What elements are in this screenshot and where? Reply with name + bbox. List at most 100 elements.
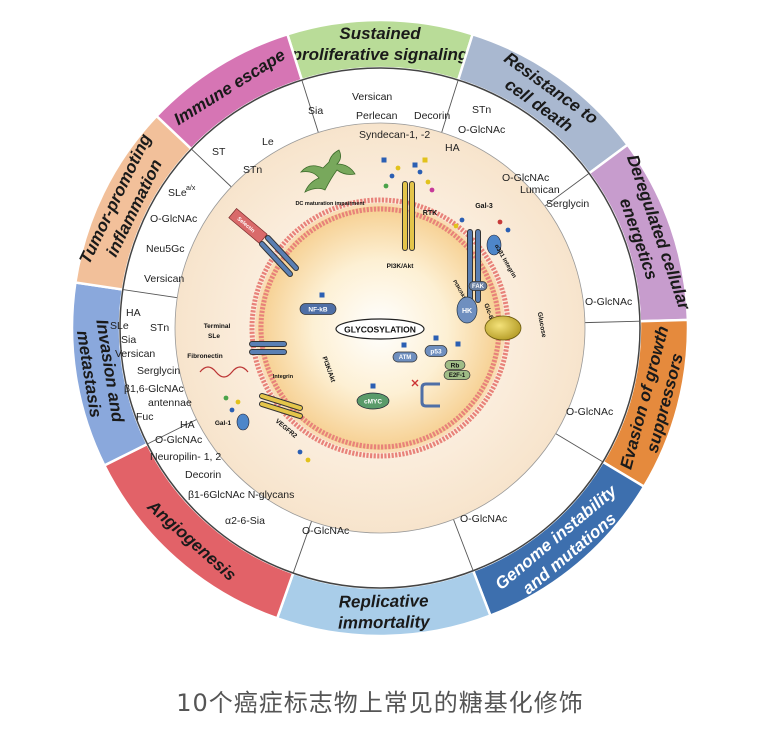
protein-shape bbox=[424, 345, 448, 357]
cell-label: ATM bbox=[399, 355, 412, 361]
glycan-label: ST bbox=[212, 146, 226, 158]
cell-label: Terminal bbox=[204, 323, 231, 330]
glycan-residue bbox=[505, 227, 511, 233]
glycan-label: STn bbox=[472, 104, 491, 116]
glycan-residue bbox=[417, 169, 423, 175]
cell-illustration: GLYCOSYLATION DC maturation impairmentRTK… bbox=[187, 149, 547, 463]
glycan-label: Fuc bbox=[136, 411, 154, 423]
cell-label: Gal-3 bbox=[475, 203, 493, 210]
hallmark-label-replicative-immortality: Replicative bbox=[339, 591, 429, 611]
sector-divider bbox=[301, 79, 319, 133]
cell-label: Rb bbox=[451, 362, 460, 369]
sector-divider bbox=[584, 320, 640, 324]
glycan-residue bbox=[305, 457, 311, 463]
glycan-label: HA bbox=[126, 307, 141, 319]
glycan-residue bbox=[297, 449, 303, 455]
glycan-label: Versican bbox=[115, 348, 155, 360]
glycan-residue bbox=[497, 219, 503, 225]
protein-shape bbox=[444, 360, 466, 370]
glycan-label: O-GlcNAc bbox=[155, 434, 202, 446]
glycan-residue bbox=[223, 395, 229, 401]
cell-label: FAK bbox=[472, 284, 485, 290]
cell-label: RTK bbox=[423, 210, 437, 217]
cell-label: Glucose bbox=[536, 311, 547, 338]
glycan-label: O-GlcNAc bbox=[302, 525, 349, 537]
glycan-label: α2-6-Sia bbox=[225, 515, 265, 527]
glycan-label: Versican bbox=[352, 91, 392, 103]
glycan-residue bbox=[455, 341, 461, 347]
selectin bbox=[228, 208, 268, 244]
sector-divider bbox=[544, 172, 590, 207]
glycan-label: SLe bbox=[110, 320, 129, 332]
fibronectin-strand bbox=[199, 366, 249, 378]
glycan-residue bbox=[412, 162, 418, 168]
cell-label: Integrin bbox=[273, 374, 294, 380]
hallmark-label-sustained-proliferative-signaling: proliferative signaling bbox=[291, 45, 469, 64]
glycan-label: Neuropilin- 1, 2 bbox=[150, 451, 221, 463]
glycan-label: Decorin bbox=[185, 469, 221, 481]
glycan-label: O-GlcNAc bbox=[566, 406, 613, 418]
figure-caption: 10个癌症标志物上常见的糖基化修饰 bbox=[176, 689, 584, 717]
glycan-residue bbox=[395, 165, 401, 171]
glycan-label: Lumican bbox=[520, 184, 560, 196]
glycan-label: Decorin bbox=[414, 110, 450, 122]
glycan-label: O-GlcNAc bbox=[585, 296, 632, 308]
glycan-label: Sia bbox=[121, 334, 136, 346]
glycan-label: O-GlcNAc bbox=[460, 513, 507, 525]
cell-label: Fibronectin bbox=[187, 353, 222, 360]
dna-coil bbox=[420, 382, 440, 408]
glycan-residue bbox=[425, 179, 431, 185]
glycan-label: SLe bbox=[168, 187, 187, 199]
glycan-residue bbox=[389, 173, 395, 179]
protein-shape bbox=[392, 351, 418, 363]
glycan-label: Perlecan bbox=[356, 110, 398, 122]
cell-label: DC maturation impairment bbox=[295, 201, 364, 207]
protein-shape bbox=[443, 370, 471, 380]
glycan-residue bbox=[401, 342, 407, 348]
glycan-residue bbox=[381, 157, 387, 163]
galectin-1 bbox=[236, 413, 250, 431]
receptor bbox=[266, 236, 298, 270]
glycan-residue bbox=[433, 335, 439, 341]
receptor bbox=[260, 394, 302, 410]
glycan-residue bbox=[429, 187, 435, 193]
glycan-residue bbox=[422, 157, 428, 163]
glycan-residue bbox=[383, 183, 389, 189]
sector-divider bbox=[147, 419, 197, 445]
sector-divider bbox=[292, 521, 312, 574]
sector-divider bbox=[122, 289, 178, 299]
glycan-label: O-GlcNAc bbox=[502, 172, 549, 184]
glycan-label: antennae bbox=[148, 397, 192, 409]
sector-divider bbox=[453, 519, 474, 571]
glycan-residue bbox=[319, 292, 325, 298]
receptor bbox=[260, 402, 302, 418]
mutation-mark bbox=[411, 379, 419, 387]
sector-dividers bbox=[122, 79, 640, 574]
protein-shape bbox=[299, 303, 337, 315]
sector-divider bbox=[191, 148, 232, 188]
glycan-label: Sia bbox=[308, 105, 323, 117]
hallmark-label-replicative-immortality: immortality bbox=[338, 612, 431, 632]
glycan-label: Le bbox=[262, 136, 274, 148]
glucose-transporter bbox=[484, 315, 522, 341]
center-label: GLYCOSYLATION bbox=[344, 325, 416, 335]
hallmark-label-sustained-proliferative-signaling: Sustained bbox=[339, 24, 421, 43]
sector-divider bbox=[555, 433, 604, 463]
glycan-residue bbox=[229, 407, 235, 413]
galectin-3 bbox=[486, 234, 502, 256]
glycan-label: O-GlcNAc bbox=[150, 213, 197, 225]
glycan-label: Syndecan-1, -2 bbox=[359, 129, 430, 141]
cell-label: E2F-1 bbox=[449, 373, 466, 379]
sector-divider bbox=[441, 79, 459, 133]
glycan-residue bbox=[459, 217, 465, 223]
cmyc bbox=[356, 392, 390, 410]
glycan-label: Versican bbox=[144, 273, 184, 285]
glycan-residue bbox=[453, 223, 459, 229]
glycan-residue bbox=[235, 399, 241, 405]
protein-shape bbox=[468, 281, 488, 291]
cell-label: NF-kB bbox=[308, 306, 327, 313]
glycan-label: Neu5Gc bbox=[146, 243, 185, 255]
cell-label: HK bbox=[462, 308, 472, 315]
dc-icon bbox=[300, 149, 356, 193]
